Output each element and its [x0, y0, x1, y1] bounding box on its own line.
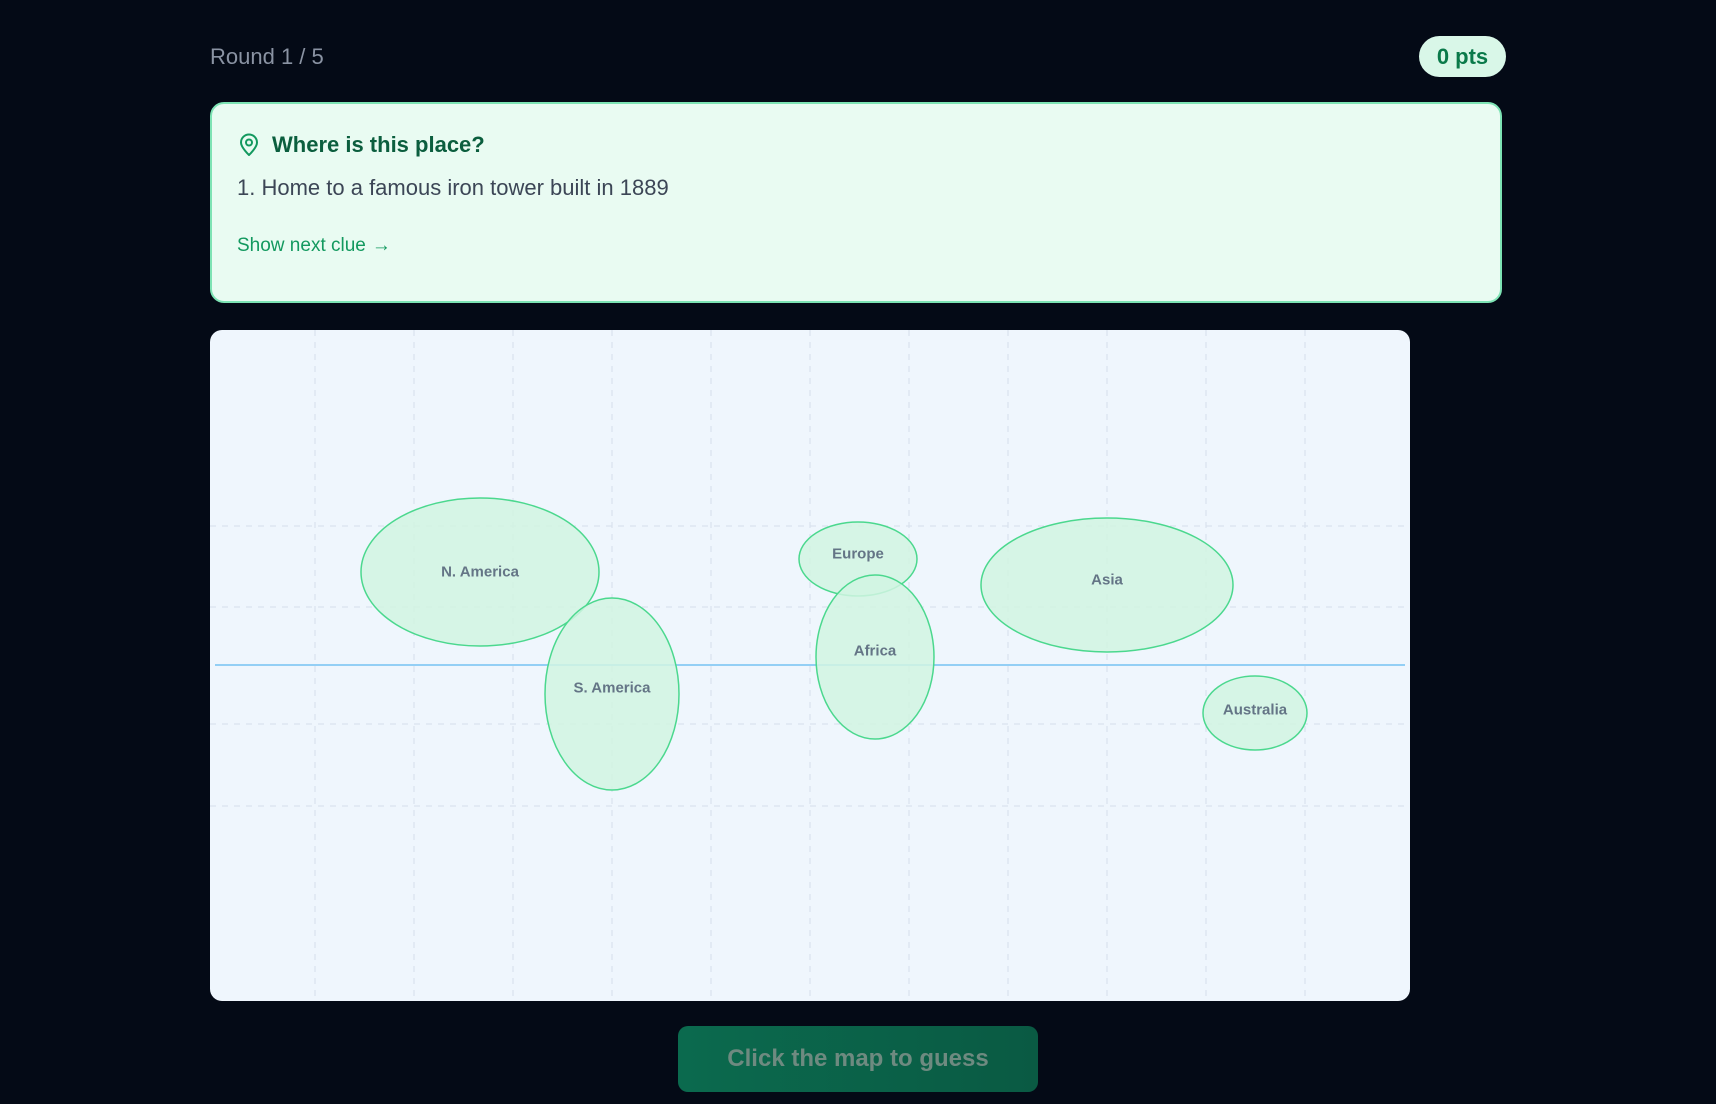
continent-label: Europe	[832, 546, 884, 563]
show-next-clue-label: Show next clue	[237, 235, 366, 256]
clue-header: Where is this place?	[238, 132, 485, 158]
continent-label: Africa	[854, 643, 897, 660]
round-indicator: Round 1 / 5	[210, 44, 324, 69]
show-next-clue-link[interactable]: Show next clue →	[237, 235, 391, 257]
continent-australia[interactable]: Australia	[1202, 675, 1308, 751]
guess-button[interactable]: Click the map to guess	[678, 1026, 1038, 1092]
continent-africa[interactable]: Africa	[815, 574, 935, 740]
arrow-right-icon: →	[371, 235, 391, 256]
map-pin-icon	[238, 133, 260, 157]
continent-north-america[interactable]: N. America	[360, 497, 600, 647]
continent-label: Australia	[1223, 702, 1288, 719]
continent-label: Asia	[1091, 572, 1123, 589]
continent-label: S. America	[574, 680, 652, 697]
clue-text: 1. Home to a famous iron tower built in …	[237, 175, 669, 200]
world-map[interactable]: N. America S. America Europe Africa Asia…	[210, 330, 1410, 1001]
score-badge: 0 pts	[1419, 36, 1506, 77]
continent-label: N. America	[441, 564, 519, 581]
clue-title: Where is this place?	[272, 132, 485, 157]
clue-card: Where is this place? 1. Home to a famous…	[210, 102, 1502, 303]
continent-south-america[interactable]: S. America	[544, 597, 680, 791]
continent-asia[interactable]: Asia	[980, 517, 1234, 653]
